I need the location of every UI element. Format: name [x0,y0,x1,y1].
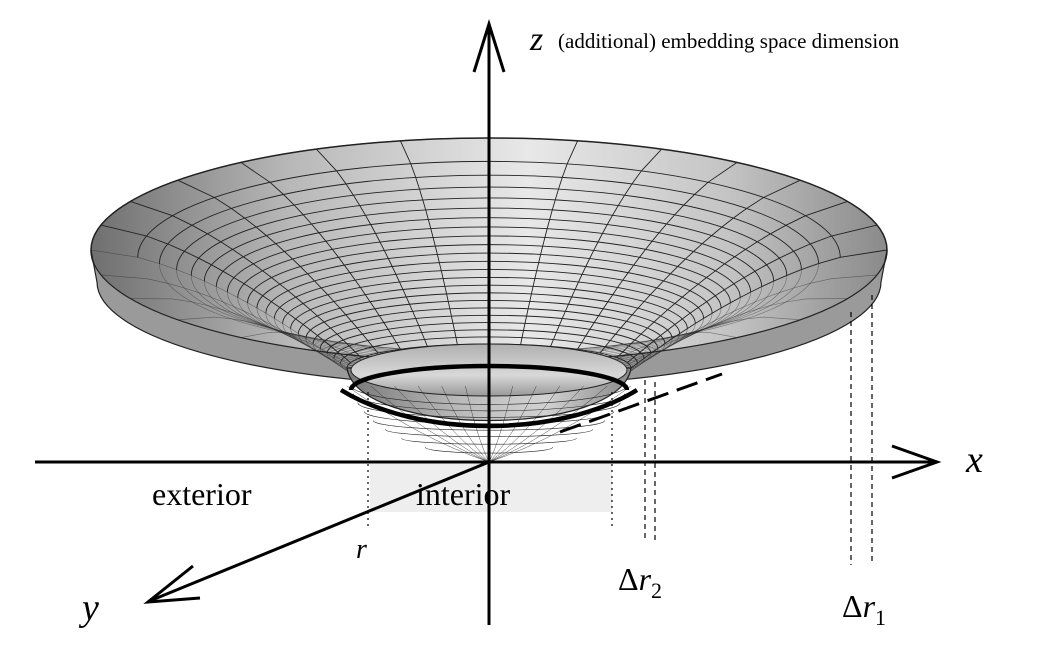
x-axis-arrowhead [891,444,942,480]
axes [35,18,942,625]
interior-band [370,464,612,512]
z-axis-description: (additional) embedding space dimension [558,29,900,53]
x-axis-label: x [965,439,983,481]
y-axis-back-dashed [559,372,723,434]
delta-r1-label: Δr1 [842,588,886,630]
svg-text:Δr1: Δr1 [842,588,886,630]
delta-r2-label: Δr2 [618,561,662,603]
y-axis-label: y [78,587,99,629]
r-label: r [356,534,367,565]
z-axis-symbol: z [529,21,543,58]
projection-lines [367,295,873,565]
interior-label: interior [416,476,511,512]
exterior-label: exterior [152,476,252,512]
z-axis-arrowhead [472,18,506,73]
y-axis-line [151,460,490,602]
y-axis-arrowhead [143,564,201,604]
svg-text:Δr2: Δr2 [618,561,662,603]
